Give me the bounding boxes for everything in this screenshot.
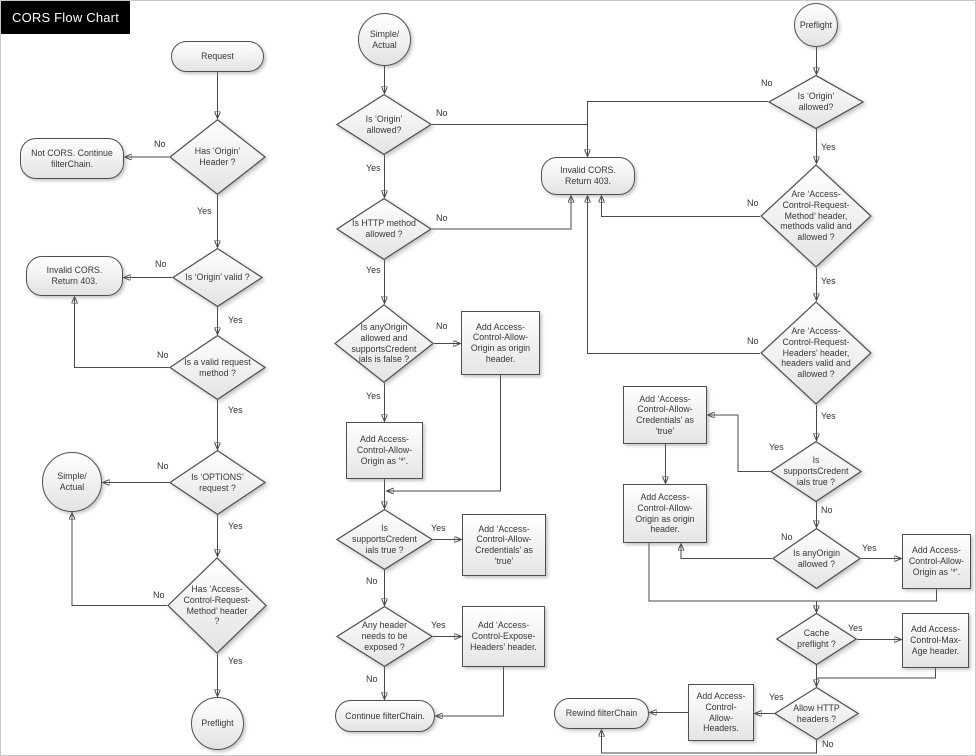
node-has-acrm-header: Has ‘Access- Control-Request- Method’ he… <box>167 557 267 654</box>
node-add-max-age: Add Access- Control-Max- Age header. <box>902 613 969 668</box>
diamond-shape <box>776 613 857 665</box>
edge-label-yes: Yes <box>769 442 784 452</box>
edge-label-yes: Yes <box>821 276 836 286</box>
edge-label-yes: Yes <box>821 142 836 152</box>
flow-edge <box>681 544 772 559</box>
node-acrm-valid: Are ‘Access- Control-Request- Method’ he… <box>760 164 872 268</box>
node-is-origin-valid: Is ‘Origin’ valid ? <box>172 248 263 307</box>
diamond-shape <box>334 304 434 383</box>
flow-edge <box>588 196 760 354</box>
node-simple-actual-left: Simple/ Actual <box>42 452 102 512</box>
edge-label-no: No <box>436 213 448 223</box>
node-add-origin-header-right: Add Access- Control-Allow- Origin as ori… <box>623 484 707 543</box>
node-add-allow-headers: Add Access- Control- Allow- Headers. <box>688 684 754 741</box>
edge-label-yes: Yes <box>228 405 243 415</box>
node-preflight-left: Preflight <box>191 697 244 750</box>
edge-label-no: No <box>155 259 167 269</box>
flow-edge <box>817 589 937 602</box>
edge-label-no: No <box>821 505 833 515</box>
diamond-shape <box>167 557 267 654</box>
flow-edge <box>708 415 770 472</box>
diamond-shape <box>336 606 433 667</box>
diamond-shape <box>172 248 263 307</box>
node-supportscred-right: Is supportsCredent ials true ? <box>770 441 862 502</box>
node-acrh-valid: Are ‘Access- Control-Request- Headers’ h… <box>760 301 872 405</box>
node-has-origin-header: Has ‘Origin’ Header ? <box>169 119 266 195</box>
node-cache-preflight: Cache preflight ? <box>776 613 857 665</box>
diamond-shape <box>760 164 872 268</box>
page-title: CORS Flow Chart <box>1 1 131 34</box>
node-rewind-filterchain: Rewind filterChain <box>554 698 649 729</box>
diamond-shape <box>169 335 266 400</box>
node-add-credentials-right: Add ‘Access- Control-Allow- Credentials’… <box>623 386 707 444</box>
edge-label-no: No <box>154 139 166 149</box>
flow-edge <box>432 196 571 230</box>
edge-label-no: No <box>157 461 169 471</box>
edge-label-no: No <box>761 78 773 88</box>
node-not-cors: Not CORS. Continue filterChain. <box>20 138 124 179</box>
node-request: Request <box>171 41 264 72</box>
node-is-http-method-allowed: Is HTTP method allowed ? <box>336 198 432 260</box>
edge-label-no: No <box>747 198 759 208</box>
node-is-options-request: Is ‘OPTIONS’ request ? <box>169 450 266 515</box>
edge-label-no: No <box>366 576 378 586</box>
edge-label-no: No <box>747 336 759 346</box>
node-simple-actual-mid: Simple/ Actual <box>358 13 411 66</box>
edge-label-yes: Yes <box>366 391 381 401</box>
flow-edge <box>75 297 169 368</box>
edge-label-no: No <box>366 674 378 684</box>
edge-label-no: No <box>781 532 793 542</box>
edge-label-no: No <box>436 321 448 331</box>
diamond-shape <box>169 450 266 515</box>
node-add-expose-headers: Add ‘Access- Control-Expose- Headers’ he… <box>462 606 545 667</box>
diamond-shape <box>169 119 266 195</box>
edge-label-yes: Yes <box>228 656 243 666</box>
flow-edge <box>817 668 936 679</box>
node-is-origin-allowed-right: Is ‘Origin’ allowed? <box>768 75 864 129</box>
node-add-origin-header-mid: Add Access- Control-Allow- Origin as ori… <box>461 311 540 375</box>
edge-label-yes: Yes <box>769 692 784 702</box>
edge-label-yes: Yes <box>366 265 381 275</box>
node-invalid-cors-mid: Invalid CORS. Return 403. <box>541 157 635 195</box>
edge-label-yes: Yes <box>431 620 446 630</box>
edge-label-no: No <box>157 350 169 360</box>
node-continue-filterchain: Continue filterChain. <box>335 700 435 732</box>
node-is-origin-allowed-mid: Is ‘Origin’ allowed? <box>336 94 432 155</box>
edge-label-yes: Yes <box>197 206 212 216</box>
node-add-credentials-mid: Add ‘Access- Control-Allow- Credentials’… <box>462 514 546 576</box>
diamond-shape <box>336 509 433 570</box>
edge-label-yes: Yes <box>366 163 381 173</box>
edge-label-yes: Yes <box>228 315 243 325</box>
diamond-shape <box>336 198 432 260</box>
edge-label-yes: Yes <box>862 543 877 553</box>
flow-edge <box>436 667 504 716</box>
node-preflight-right: Preflight <box>794 3 838 47</box>
edge-label-no: No <box>822 739 834 749</box>
node-supportscred-mid: Is supportsCredent ials true ? <box>336 509 433 570</box>
node-anyorigin-supportscred: Is anyOrigin allowed and supportsCredent… <box>334 304 434 383</box>
edge-label-yes: Yes <box>848 623 863 633</box>
node-add-origin-star-mid: Add Access- Control-Allow- Origin as ‘*’… <box>346 422 423 479</box>
diamond-shape <box>760 301 872 405</box>
edge-label-yes: Yes <box>431 523 446 533</box>
node-invalid-cors-left: Invalid CORS. Return 403. <box>26 256 123 296</box>
node-any-header-exposed: Any header needs to be exposed ? <box>336 606 433 667</box>
diamond-shape <box>336 94 432 155</box>
diamond-shape <box>768 75 864 129</box>
edge-label-no: No <box>436 108 448 118</box>
node-is-valid-request-method: Is a valid request method ? <box>169 335 266 400</box>
flow-edge <box>588 101 768 157</box>
edge-label-yes: Yes <box>228 521 243 531</box>
node-allow-http-headers: Allow HTTP headers ? <box>774 687 859 740</box>
diamond-shape <box>770 441 862 502</box>
edge-label-yes: Yes <box>821 411 836 421</box>
node-add-origin-star-right: Add Access- Control-Allow- Origin as ‘*’… <box>902 534 971 589</box>
flow-edge <box>602 196 760 217</box>
edge-label-no: No <box>153 590 165 600</box>
